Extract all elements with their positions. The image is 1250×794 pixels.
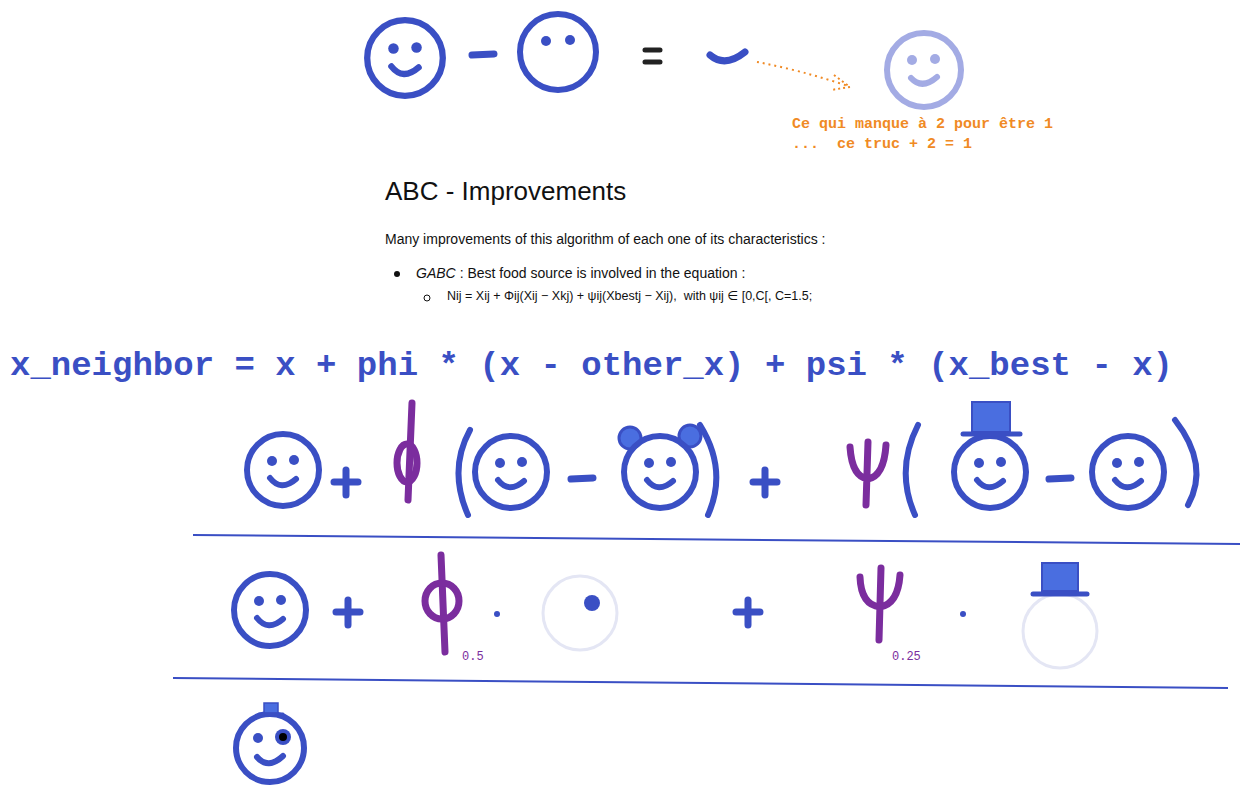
parenthesis xyxy=(906,425,918,515)
mouth xyxy=(257,756,283,763)
rule-line xyxy=(173,678,1228,688)
pale-circle xyxy=(543,576,617,650)
face-outline xyxy=(887,33,961,107)
smiley xyxy=(624,436,696,508)
parenthesis xyxy=(700,425,716,515)
hat-smiley xyxy=(954,402,1026,508)
dotted-arrow xyxy=(757,62,848,86)
note: ... ce truc + 2 = 1 xyxy=(792,136,972,154)
psi-symbol xyxy=(850,442,886,505)
plus-sign xyxy=(336,600,360,625)
pale-circle xyxy=(1023,594,1097,668)
heading: ABC - Improvements xyxy=(385,176,626,207)
minus-sign xyxy=(571,478,593,479)
plus-sign xyxy=(334,470,358,495)
bear-smiley xyxy=(619,425,701,508)
note: Ce qui manque à 2 pour être 1 xyxy=(792,116,1053,134)
equals-sign xyxy=(645,50,660,62)
phi-loop xyxy=(397,444,417,482)
top-hat xyxy=(972,402,1010,432)
hat-brim xyxy=(259,713,283,716)
formula: Nij = Xij + Φij(Xij − Xkj) + ψij(Xbestj … xyxy=(447,289,812,304)
parenthesis xyxy=(458,430,470,515)
arrow-head xyxy=(831,75,850,90)
code-line: x_neighbor = x + phi * (x - other_x) + p… xyxy=(10,349,1173,383)
parenthesis xyxy=(1175,420,1196,505)
phi-symbol xyxy=(397,403,417,500)
eye xyxy=(930,54,940,64)
result-smiley xyxy=(236,703,304,782)
smiley xyxy=(234,574,306,646)
smiley xyxy=(247,434,319,506)
smiley xyxy=(475,436,547,508)
smiley xyxy=(1092,436,1164,508)
smiley xyxy=(954,436,1026,508)
face-outline xyxy=(520,14,596,90)
eye xyxy=(253,733,263,743)
eye xyxy=(275,729,291,745)
rule-line xyxy=(193,535,1240,544)
eye xyxy=(565,35,575,45)
mouth xyxy=(710,52,745,61)
minus-sign xyxy=(1049,478,1071,479)
smiley-no-mouth xyxy=(520,14,596,90)
paragraph: Many improvements of this algorithm of e… xyxy=(385,231,825,248)
phi-loop xyxy=(425,583,459,619)
eye xyxy=(584,595,600,611)
phi-stroke xyxy=(441,555,445,652)
smiley xyxy=(367,20,443,96)
bullet-term: GABC xyxy=(416,265,456,282)
face-outline xyxy=(236,714,304,782)
plus-sign xyxy=(736,600,760,625)
bullet-text: : Best food source is involved in the eq… xyxy=(460,265,746,282)
hat-brim xyxy=(963,432,1020,437)
coefficient: 0.25 xyxy=(892,650,921,664)
psi-symbol xyxy=(860,568,900,640)
minus-sign xyxy=(472,54,494,55)
plus-sign xyxy=(753,470,777,495)
dot-operator xyxy=(494,611,500,617)
top-hat xyxy=(1042,563,1078,591)
bullet xyxy=(394,271,400,277)
pale-smiley xyxy=(887,33,961,107)
hat-brim xyxy=(1033,592,1087,597)
mouth xyxy=(911,77,937,84)
top-hat xyxy=(264,703,278,713)
phi-symbol xyxy=(425,555,459,652)
coefficient: 0.5 xyxy=(462,650,484,664)
pupil xyxy=(279,733,287,741)
eye xyxy=(541,36,551,46)
bullet xyxy=(424,295,430,301)
eye xyxy=(907,55,917,65)
dot-operator xyxy=(960,611,966,617)
